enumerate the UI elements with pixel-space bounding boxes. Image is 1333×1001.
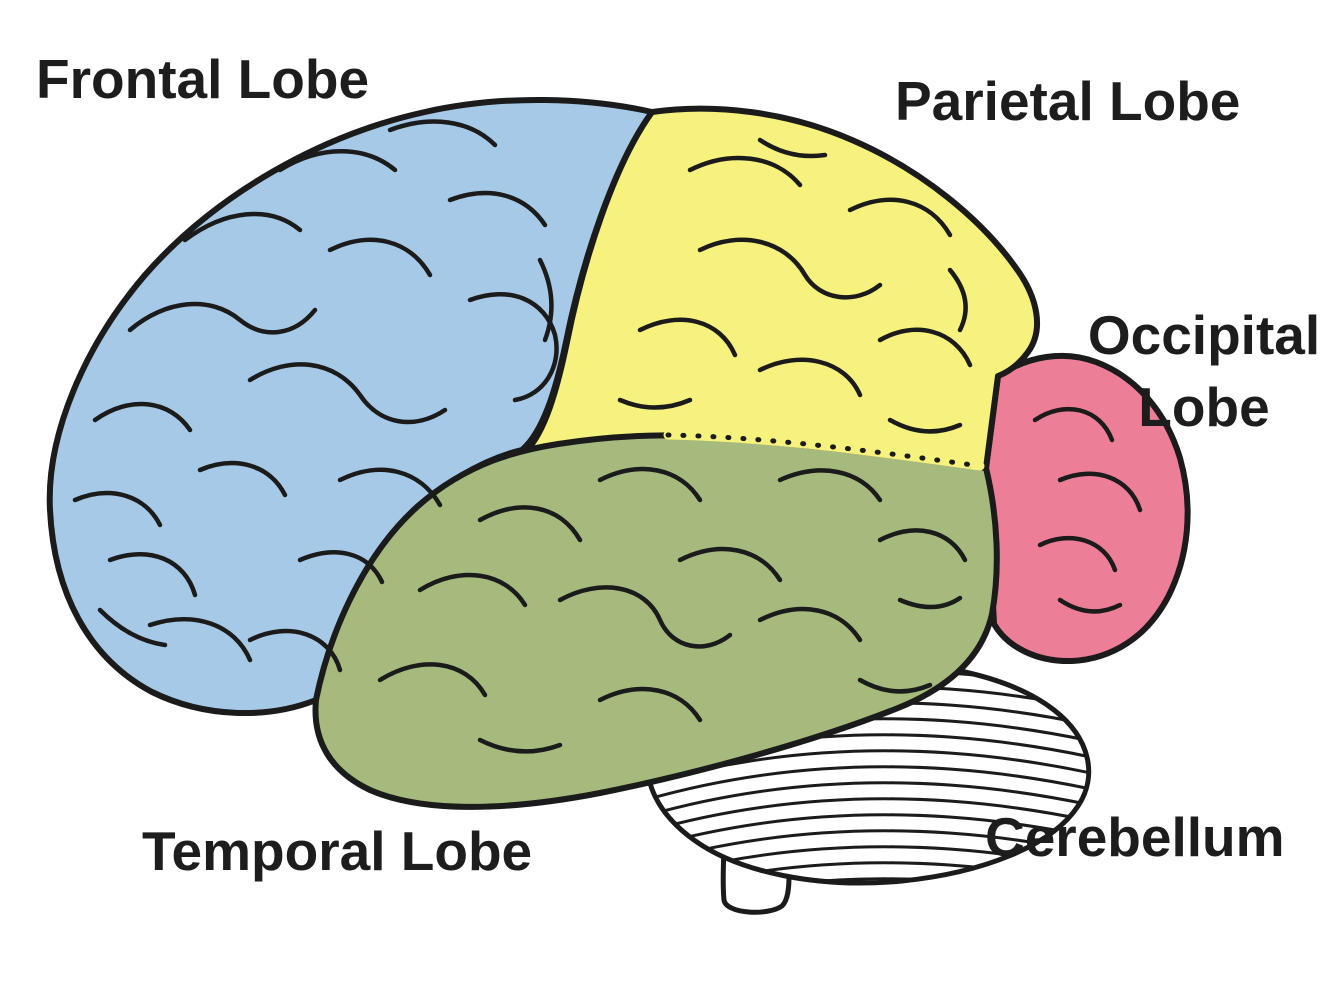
gyri-lines-temporal: [377, 466, 968, 754]
gyri-lines-occipital: [1032, 406, 1143, 614]
gyri-lines-frontal: [72, 119, 559, 673]
temporal-lobe-region: [312, 432, 1000, 810]
label-cerebellum: Cerebellum: [985, 806, 1285, 868]
occipital-lobe-region: [983, 352, 1191, 665]
frontal-lobe-region: [46, 97, 655, 717]
label-temporal-lobe: Temporal Lobe: [142, 820, 533, 882]
parietal-temporal-boundary-mask: [663, 430, 985, 471]
label-frontal-lobe: Frontal Lobe: [36, 48, 370, 110]
gyri-lines-parietal: [617, 137, 973, 434]
label-occipital-lobe: Occipital Lobe: [1087, 304, 1321, 438]
label-parietal-lobe: Parietal Lobe: [895, 70, 1241, 132]
